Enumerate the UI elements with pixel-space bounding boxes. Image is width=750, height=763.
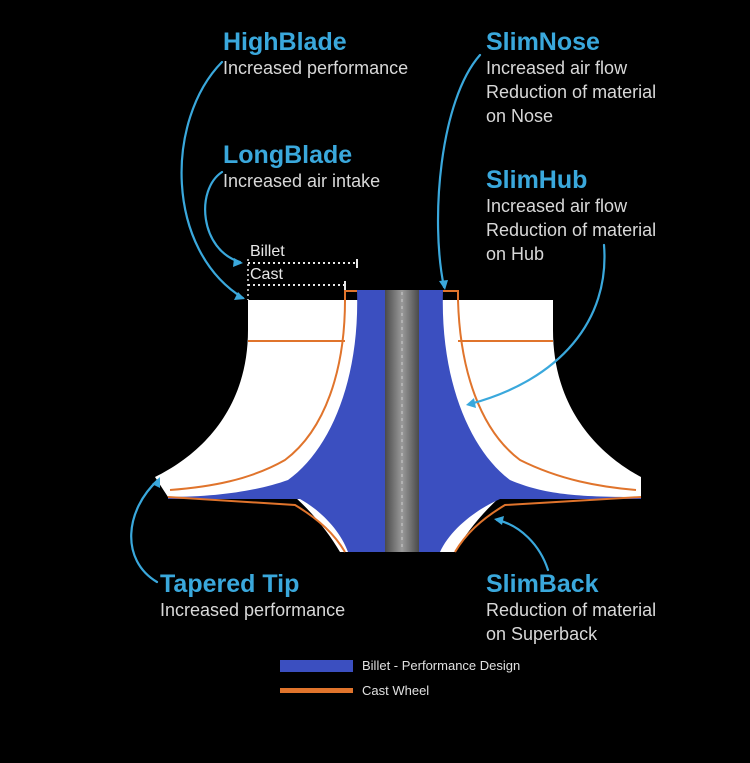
slimback-arrow <box>495 518 550 572</box>
cast-outline-left-hub <box>169 299 346 491</box>
callout-highblade-title: HighBlade <box>223 28 347 56</box>
longblade-arrowhead <box>233 258 243 267</box>
highblade-arrow <box>180 60 245 300</box>
cast-outline-left-back <box>167 496 346 553</box>
callout-slimhub-line: Increased air flow <box>486 196 628 216</box>
slimnose-arrow <box>436 53 482 289</box>
legend-swatch-cast <box>280 688 353 693</box>
callout-slimnose-line: Reduction of material <box>486 82 657 102</box>
callout-slimhub-line: on Hub <box>486 244 545 264</box>
callout-longblade-line: Increased air intake <box>223 171 381 191</box>
cast-outline-right-hub <box>457 299 637 491</box>
slimnose-arrowhead <box>439 280 448 290</box>
callout-highblade: HighBlade Increased performance <box>223 28 408 80</box>
longblade-arrow <box>204 170 242 264</box>
callout-tapered-tip-line: Increased performance <box>160 600 346 620</box>
callout-slimnose-line: on Nose <box>486 106 554 126</box>
slimhub-arrow <box>468 243 606 406</box>
callout-slimnose-line: Increased air flow <box>486 58 628 78</box>
legend-label-cast: Cast Wheel <box>362 683 430 698</box>
slimback-arrowhead <box>494 516 504 525</box>
billet-dimension-label: Billet <box>250 243 285 260</box>
callout-highblade-line: Increased performance <box>223 58 409 78</box>
callout-tapered-tip-title: Tapered Tip <box>160 570 300 598</box>
tapered-tip-arrow <box>130 478 160 584</box>
callout-slimhub-line: Reduction of material <box>486 220 657 240</box>
callout-longblade: LongBlade Increased air intake <box>223 141 380 193</box>
callout-tapered-tip: Tapered Tip Increased performance <box>160 570 345 622</box>
callout-slimhub-title: SlimHub <box>486 166 588 194</box>
cast-dimension-label: Cast <box>250 266 283 283</box>
callout-slimnose: SlimNose Increased air flow Reduction of… <box>486 28 656 128</box>
legend-swatch-billet <box>280 660 353 672</box>
slimhub-arrowhead <box>466 398 476 408</box>
callout-slimhub: SlimHub Increased air flow Reduction of … <box>486 166 656 266</box>
cast-outline-right-back <box>454 496 642 553</box>
legend-label-billet: Billet - Performance Design <box>362 658 521 673</box>
callout-slimback-line: on Superback <box>486 624 598 644</box>
callout-slimback-line: Reduction of material <box>486 600 657 620</box>
highblade-arrowhead <box>234 292 245 300</box>
callout-slimnose-title: SlimNose <box>486 28 600 56</box>
callout-longblade-title: LongBlade <box>223 141 353 169</box>
callout-slimback: SlimBack Reduction of material on Superb… <box>486 570 656 646</box>
tapered-tip-arrowhead <box>152 477 160 488</box>
callout-slimback-title: SlimBack <box>486 570 599 598</box>
cast-nose-outline <box>344 290 459 300</box>
